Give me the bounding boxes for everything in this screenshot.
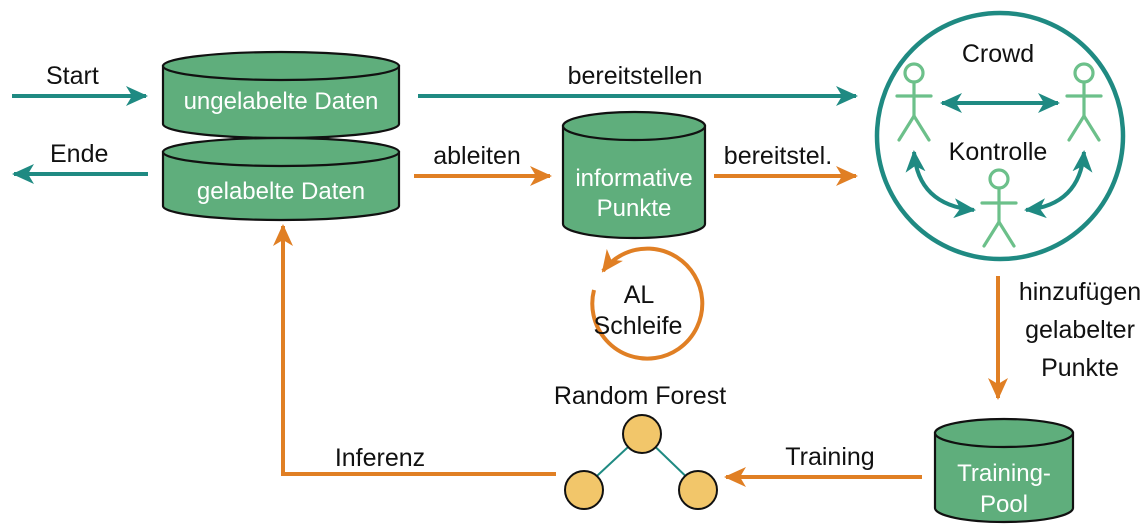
database-labeled: gelabelte Daten	[161, 136, 401, 222]
add-label-1: hinzufügen	[1019, 278, 1141, 306]
database-informative-label-1: informative	[575, 165, 692, 192]
inference-label: Inferenz	[335, 444, 425, 472]
tree-node-root	[622, 414, 662, 454]
database-informative: informative Punkte	[561, 110, 707, 240]
person-icon-bottom	[980, 168, 1018, 248]
al-label-1: AL	[624, 281, 655, 309]
control-arrow-right	[1024, 150, 1093, 219]
database-training-pool-label-2: Pool	[980, 491, 1028, 518]
add-label-2: gelabelter	[1025, 316, 1135, 344]
database-unlabeled: ungelabelte Daten	[161, 50, 401, 140]
random-forest-label: Random Forest	[554, 382, 726, 410]
database-informative-label-2: Punkte	[597, 195, 672, 222]
tree-node-left	[564, 470, 604, 510]
inference-arrow	[273, 224, 556, 476]
crowd-circle: Crowd Kontrolle	[874, 10, 1126, 262]
al-loop-icon	[590, 246, 705, 361]
crowd-label: Crowd	[962, 40, 1034, 68]
end-label: Ende	[50, 140, 108, 168]
person-icon-right	[1065, 62, 1103, 142]
person-icon-left	[895, 62, 933, 142]
provide-label: bereitstellen	[568, 62, 703, 90]
derive-label: ableiten	[433, 142, 521, 170]
database-training-pool-label-1: Training-	[957, 460, 1051, 487]
start-label: Start	[46, 62, 99, 90]
database-training-pool: Training- Pool	[933, 417, 1075, 524]
control-label: Kontrolle	[949, 138, 1048, 166]
database-unlabeled-label: ungelabelte Daten	[184, 88, 379, 115]
tree-node-right	[678, 470, 718, 510]
training-label: Training	[785, 443, 874, 471]
add-label-3: Punkte	[1041, 354, 1119, 382]
provide-short-label: bereitstel.	[724, 142, 832, 170]
random-forest-icon	[564, 414, 718, 510]
control-arrow-left	[905, 150, 976, 219]
al-label-2: Schleife	[594, 312, 683, 340]
database-labeled-label: gelabelte Daten	[197, 178, 365, 205]
